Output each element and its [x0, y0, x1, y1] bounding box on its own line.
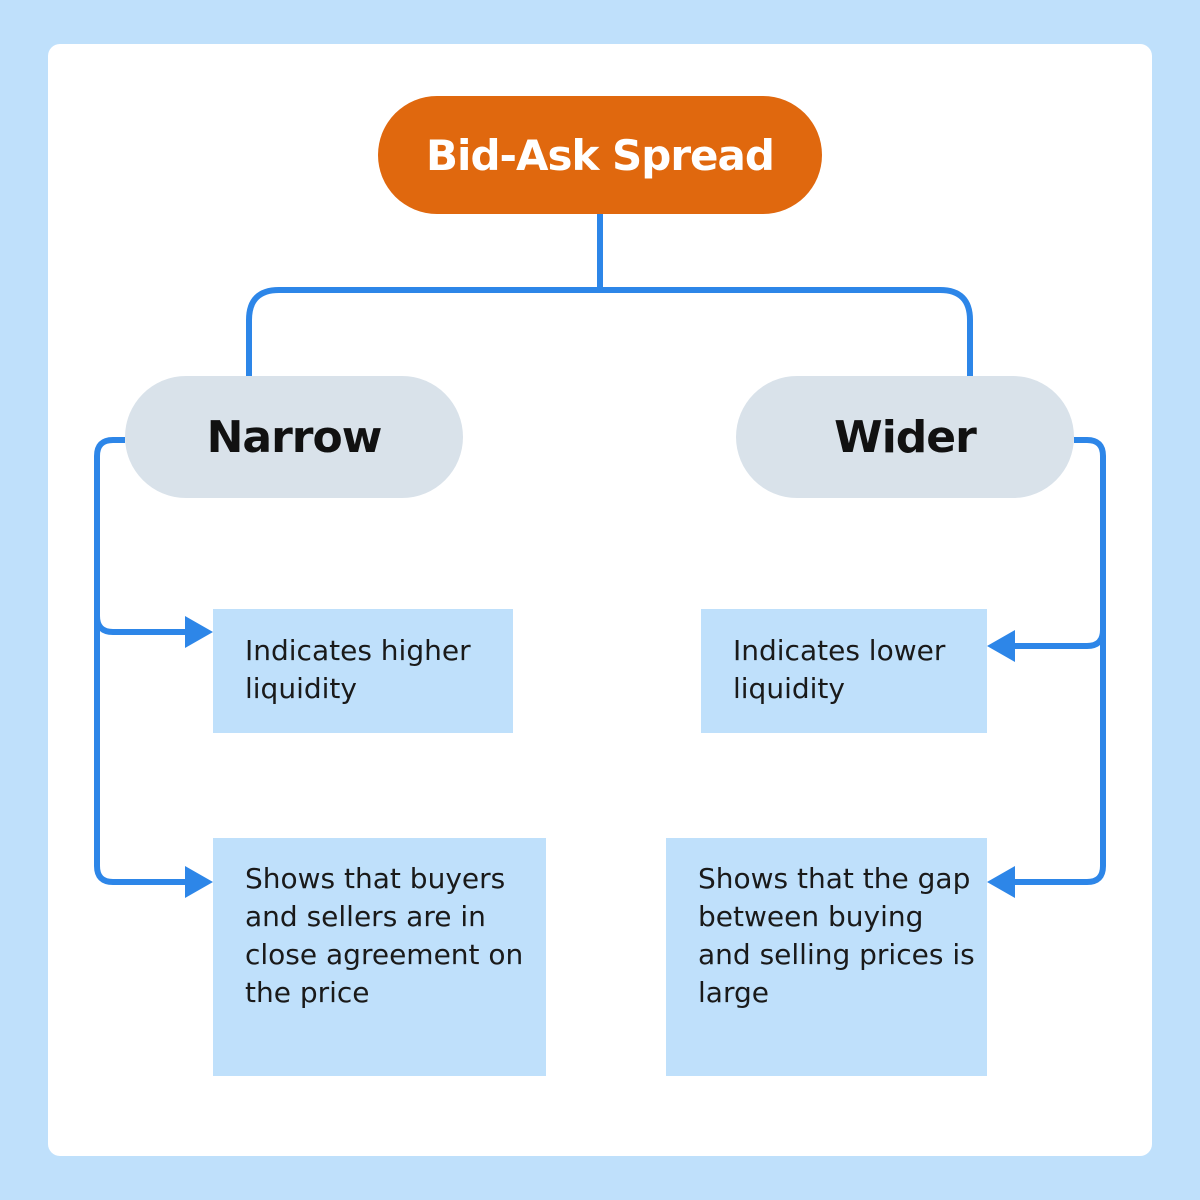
narrow-connector-tap	[94, 615, 190, 635]
narrow-info-box: Shows that buyers and sellers are in clo…	[213, 838, 546, 1076]
branch-bar	[246, 287, 973, 376]
wider-info-text: Shows that the gap between buying and se…	[698, 862, 975, 1009]
narrow-info-text: Indicates higher liquidity	[245, 634, 471, 705]
root-label: Bid-Ask Spread	[426, 130, 775, 180]
arrow-left-icon	[987, 630, 1015, 662]
narrow-info-text: Shows that buyers and sellers are in clo…	[245, 862, 524, 1009]
narrow-connector	[94, 437, 190, 885]
arrow-right-icon	[185, 866, 213, 898]
arrow-right-icon	[185, 616, 213, 648]
arrow-left-icon	[987, 866, 1015, 898]
branch-label-wider: Wider	[834, 411, 977, 463]
branch-node-narrow: Narrow	[125, 376, 463, 498]
narrow-info-box: Indicates higher liquidity	[213, 609, 513, 733]
wider-connector	[1010, 437, 1106, 885]
wider-connector-tap	[1010, 629, 1106, 649]
branch-label-narrow: Narrow	[206, 411, 383, 463]
wider-info-box: Shows that the gap between buying and se…	[666, 838, 987, 1076]
root-node: Bid-Ask Spread	[378, 96, 822, 214]
wider-info-box: Indicates lower liquidity	[701, 609, 987, 733]
branch-node-wider: Wider	[736, 376, 1074, 498]
wider-info-text: Indicates lower liquidity	[733, 634, 946, 705]
